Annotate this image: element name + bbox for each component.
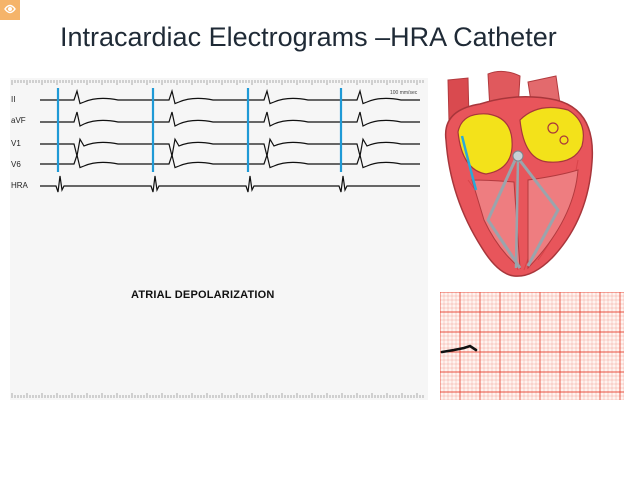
ecg-grid-strip-icon bbox=[440, 292, 624, 400]
slide-logo-icon bbox=[0, 0, 20, 20]
electrogram-traces bbox=[11, 80, 424, 398]
lead-trace-ii bbox=[40, 88, 420, 105]
lead-label-avf: aVF bbox=[11, 116, 26, 125]
lead-label-ii: II bbox=[11, 95, 16, 104]
atrial-depolarization-label: ATRIAL DEPOLARIZATION bbox=[131, 289, 275, 301]
lead-trace-v1 bbox=[40, 137, 420, 157]
lead-trace-hra bbox=[40, 175, 420, 193]
lead-label-hra: HRA bbox=[11, 181, 28, 190]
heart-cross-section-icon bbox=[444, 70, 594, 277]
recording-speed-label: 100 mm/sec bbox=[390, 90, 418, 96]
lead-trace-v6 bbox=[40, 152, 420, 169]
lead-trace-avf bbox=[40, 111, 420, 127]
lead-label-v6: V6 bbox=[11, 160, 21, 169]
electrogram-panel bbox=[10, 78, 428, 400]
slide-title: Intracardiac Electrograms –HRA Catheter bbox=[60, 22, 557, 52]
lead-label-v1: V1 bbox=[11, 139, 21, 148]
ecg-trace-segment bbox=[440, 344, 478, 354]
